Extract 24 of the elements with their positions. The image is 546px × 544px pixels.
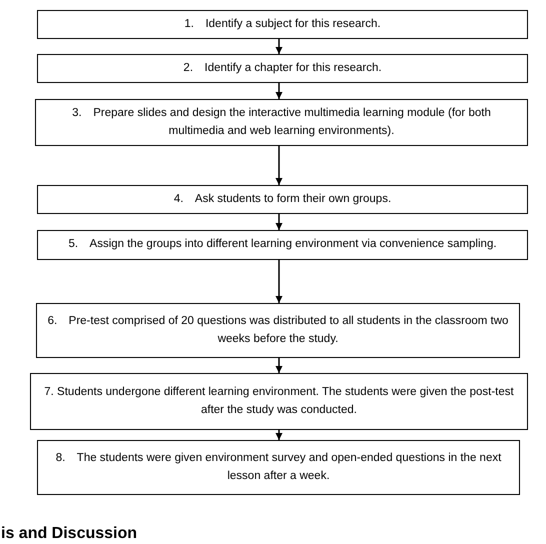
arrow	[276, 430, 282, 440]
step-text: 5. Assign the groups into different learning environment via convenience sampling.	[68, 237, 497, 252]
arrow	[276, 83, 282, 99]
step-text: 8. The students were given environment survey and open-ended questions in the next lesson after a week.	[54, 450, 502, 484]
process-box	[37, 10, 528, 39]
arrow	[276, 39, 282, 54]
step-text: 4. Ask students to form their own groups.	[174, 192, 392, 207]
arrow	[276, 146, 282, 185]
process-box	[35, 99, 528, 146]
process-box	[30, 373, 528, 430]
section-heading: is and Discussion	[1, 525, 138, 543]
arrow	[276, 358, 282, 373]
arrow	[276, 214, 282, 230]
process-box	[37, 54, 528, 83]
process-box	[36, 303, 520, 358]
arrow	[276, 260, 282, 303]
step-text: 2. Identify a chapter for this research.	[183, 60, 382, 76]
step-text: 6. Pre-test comprised of 20 questions was distributed to all students in the classroom two weeks before the study.	[46, 314, 510, 346]
process-box	[37, 440, 520, 495]
process-box	[37, 185, 528, 214]
process-box	[37, 230, 528, 260]
step-text: 3. Prepare slides and design the interactive multimedia learning module (for both multimedia and web learning environments).	[71, 106, 492, 138]
step-text: 1. Identify a subject for this research.	[184, 16, 381, 32]
step-text: 7. Students undergone different learning environment. The students were given the post-test after the study was conducted.	[43, 384, 515, 418]
